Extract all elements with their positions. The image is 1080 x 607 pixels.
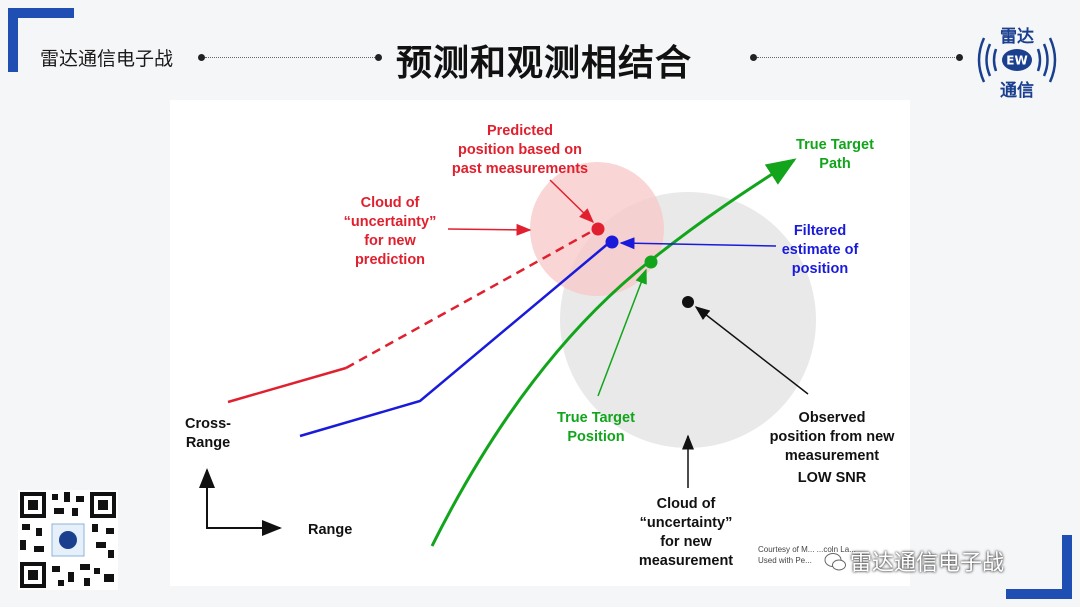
filtered-label: Filtered estimate of position: [782, 223, 859, 277]
logo-top-text: 雷达: [1000, 27, 1034, 47]
dot-right-end: [956, 54, 963, 61]
true-path-label: True Target Path: [796, 137, 874, 172]
cloud-prediction-label: Cloud of “uncertainty” for new predictio…: [344, 195, 437, 268]
diagram-panel: Predicted position based on past measure…: [170, 100, 910, 586]
dot-right-start: [750, 54, 757, 61]
svg-text:position: position: [792, 261, 848, 277]
svg-text:“uncertainty”: “uncertainty”: [640, 515, 733, 531]
dotted-rule-left: [205, 57, 375, 58]
red-track-dashed: [345, 227, 597, 370]
arrow-cloud-prediction: [447, 223, 532, 236]
brand-name: 雷达通信电子战: [40, 48, 174, 70]
svg-text:“uncertainty”: “uncertainty”: [344, 214, 437, 230]
svg-text:True Target: True Target: [557, 410, 635, 426]
arrow-observed: [694, 306, 809, 395]
qr-code-icon: [18, 490, 118, 590]
svg-text:Observed: Observed: [799, 410, 866, 426]
svg-text:Path: Path: [819, 156, 850, 172]
svg-text:prediction: prediction: [355, 252, 425, 268]
observed-label: Observed position from new measurement L…: [770, 410, 896, 486]
logo-mid-text: EW: [1006, 54, 1027, 68]
arrow-true-position: [597, 268, 647, 397]
dotted-rule-right: [757, 57, 957, 58]
svg-text:Cross-: Cross-: [185, 416, 231, 432]
svg-text:for new: for new: [660, 534, 712, 550]
arrow-filtered: [619, 237, 777, 250]
dot-left-start: [198, 54, 205, 61]
cloud-measurement-label: Cloud of “uncertainty” for new measureme…: [639, 496, 733, 569]
arrow-predicted: [549, 179, 595, 224]
wechat-icon: [824, 553, 846, 571]
svg-text:estimate of: estimate of: [782, 242, 859, 258]
page-title: 预测和观测相结合: [396, 43, 693, 84]
true-position-label: True Target Position: [557, 410, 635, 445]
logo-bottom-text: 通信: [1000, 81, 1034, 101]
predicted-label: Predicted position based on past measure…: [452, 123, 588, 177]
svg-text:Range: Range: [186, 435, 230, 451]
svg-text:Filtered: Filtered: [794, 223, 846, 239]
svg-text:Predicted: Predicted: [487, 123, 553, 139]
svg-text:True Target: True Target: [796, 137, 874, 153]
true-target-path: [430, 158, 797, 547]
svg-text:Cloud of: Cloud of: [657, 496, 716, 512]
svg-text:Position: Position: [567, 429, 624, 445]
range-label: Range: [308, 522, 352, 538]
svg-text:measurement: measurement: [639, 553, 733, 569]
predicted-point: [591, 222, 605, 236]
svg-text:position based on: position based on: [458, 142, 582, 158]
true-position-point: [644, 255, 658, 269]
watermark-text: 雷达通信电子战: [850, 551, 1005, 576]
filtered-point: [605, 235, 619, 249]
svg-text:for new: for new: [364, 233, 416, 249]
red-track-solid: [227, 366, 347, 404]
corner-decoration-top-left: [8, 8, 74, 72]
svg-text:position from new: position from new: [770, 429, 896, 445]
cross-range-label: Cross- Range: [185, 416, 231, 451]
logo-icon: EW: [977, 37, 1057, 83]
blue-filtered-track: [299, 241, 611, 438]
tracking-diagram: Predicted position based on past measure…: [185, 123, 896, 569]
dot-left-end: [375, 54, 382, 61]
corner-decoration-bottom-right: [1006, 535, 1072, 599]
courtesy-note: Courtesy of M... ...coln La... Used with…: [758, 545, 856, 565]
svg-text:past measurements: past measurements: [452, 161, 588, 177]
svg-text:measurement: measurement: [785, 448, 879, 464]
observed-point: [682, 296, 694, 308]
svg-text:LOW SNR: LOW SNR: [798, 470, 867, 486]
svg-text:Cloud of: Cloud of: [361, 195, 420, 211]
